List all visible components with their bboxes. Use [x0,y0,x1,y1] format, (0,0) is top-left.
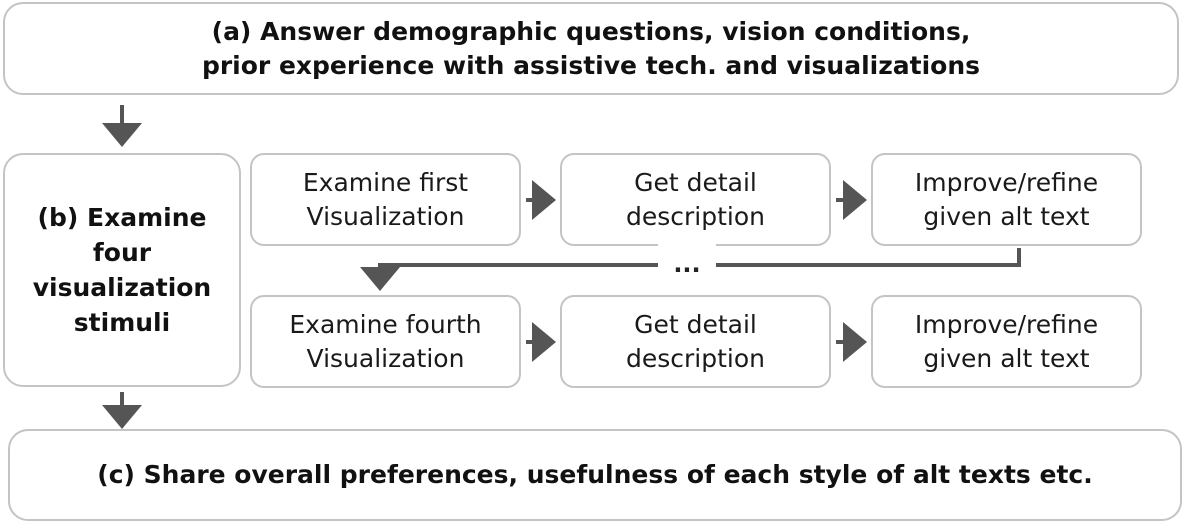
get-detail-description-box-first: Get detail description [560,153,831,246]
step-a-line-2: prior experience with assistive tech. an… [201,50,981,80]
examine-first-line-1: Examine first [302,167,469,197]
detail-fourth-line-1: Get detail [634,309,757,339]
step-b-box: (b) Examine four visualization stimuli [3,153,241,387]
examine-first-line-2: Visualization [306,201,465,231]
step-b-line-3: visualization [32,273,212,302]
ellipsis-label: ... [658,244,716,284]
improve-first-line-1: Improve/refine [914,167,1099,197]
step-b-line-4: stimuli [73,308,171,337]
get-detail-description-box-fourth: Get detail description [560,295,831,388]
detail-first-line-2: description [625,201,765,231]
improve-refine-alt-text-box-fourth: Improve/refine given alt text [871,295,1142,388]
examine-first-visualization-box: Examine first Visualization [250,153,521,246]
examine-fourth-line-2: Visualization [306,343,465,373]
improve-refine-alt-text-box-first: Improve/refine given alt text [871,153,1142,246]
step-b-line-2: four [92,238,152,267]
detail-fourth-line-2: description [625,343,765,373]
step-b-line-1: (b) Examine [37,203,207,232]
step-a-box: (a) Answer demographic questions, vision… [3,2,1179,95]
step-c-text: (c) Share overall preferences, usefulnes… [97,460,1093,489]
improve-first-line-2: given alt text [923,201,1090,231]
examine-fourth-visualization-box: Examine fourth Visualization [250,295,521,388]
improve-fourth-line-2: given alt text [923,343,1090,373]
detail-first-line-1: Get detail [634,167,757,197]
step-a-line-1: (a) Answer demographic questions, vision… [211,16,971,46]
improve-fourth-line-1: Improve/refine [914,309,1099,339]
step-c-box: (c) Share overall preferences, usefulnes… [8,429,1182,521]
examine-fourth-line-1: Examine fourth [289,309,482,339]
